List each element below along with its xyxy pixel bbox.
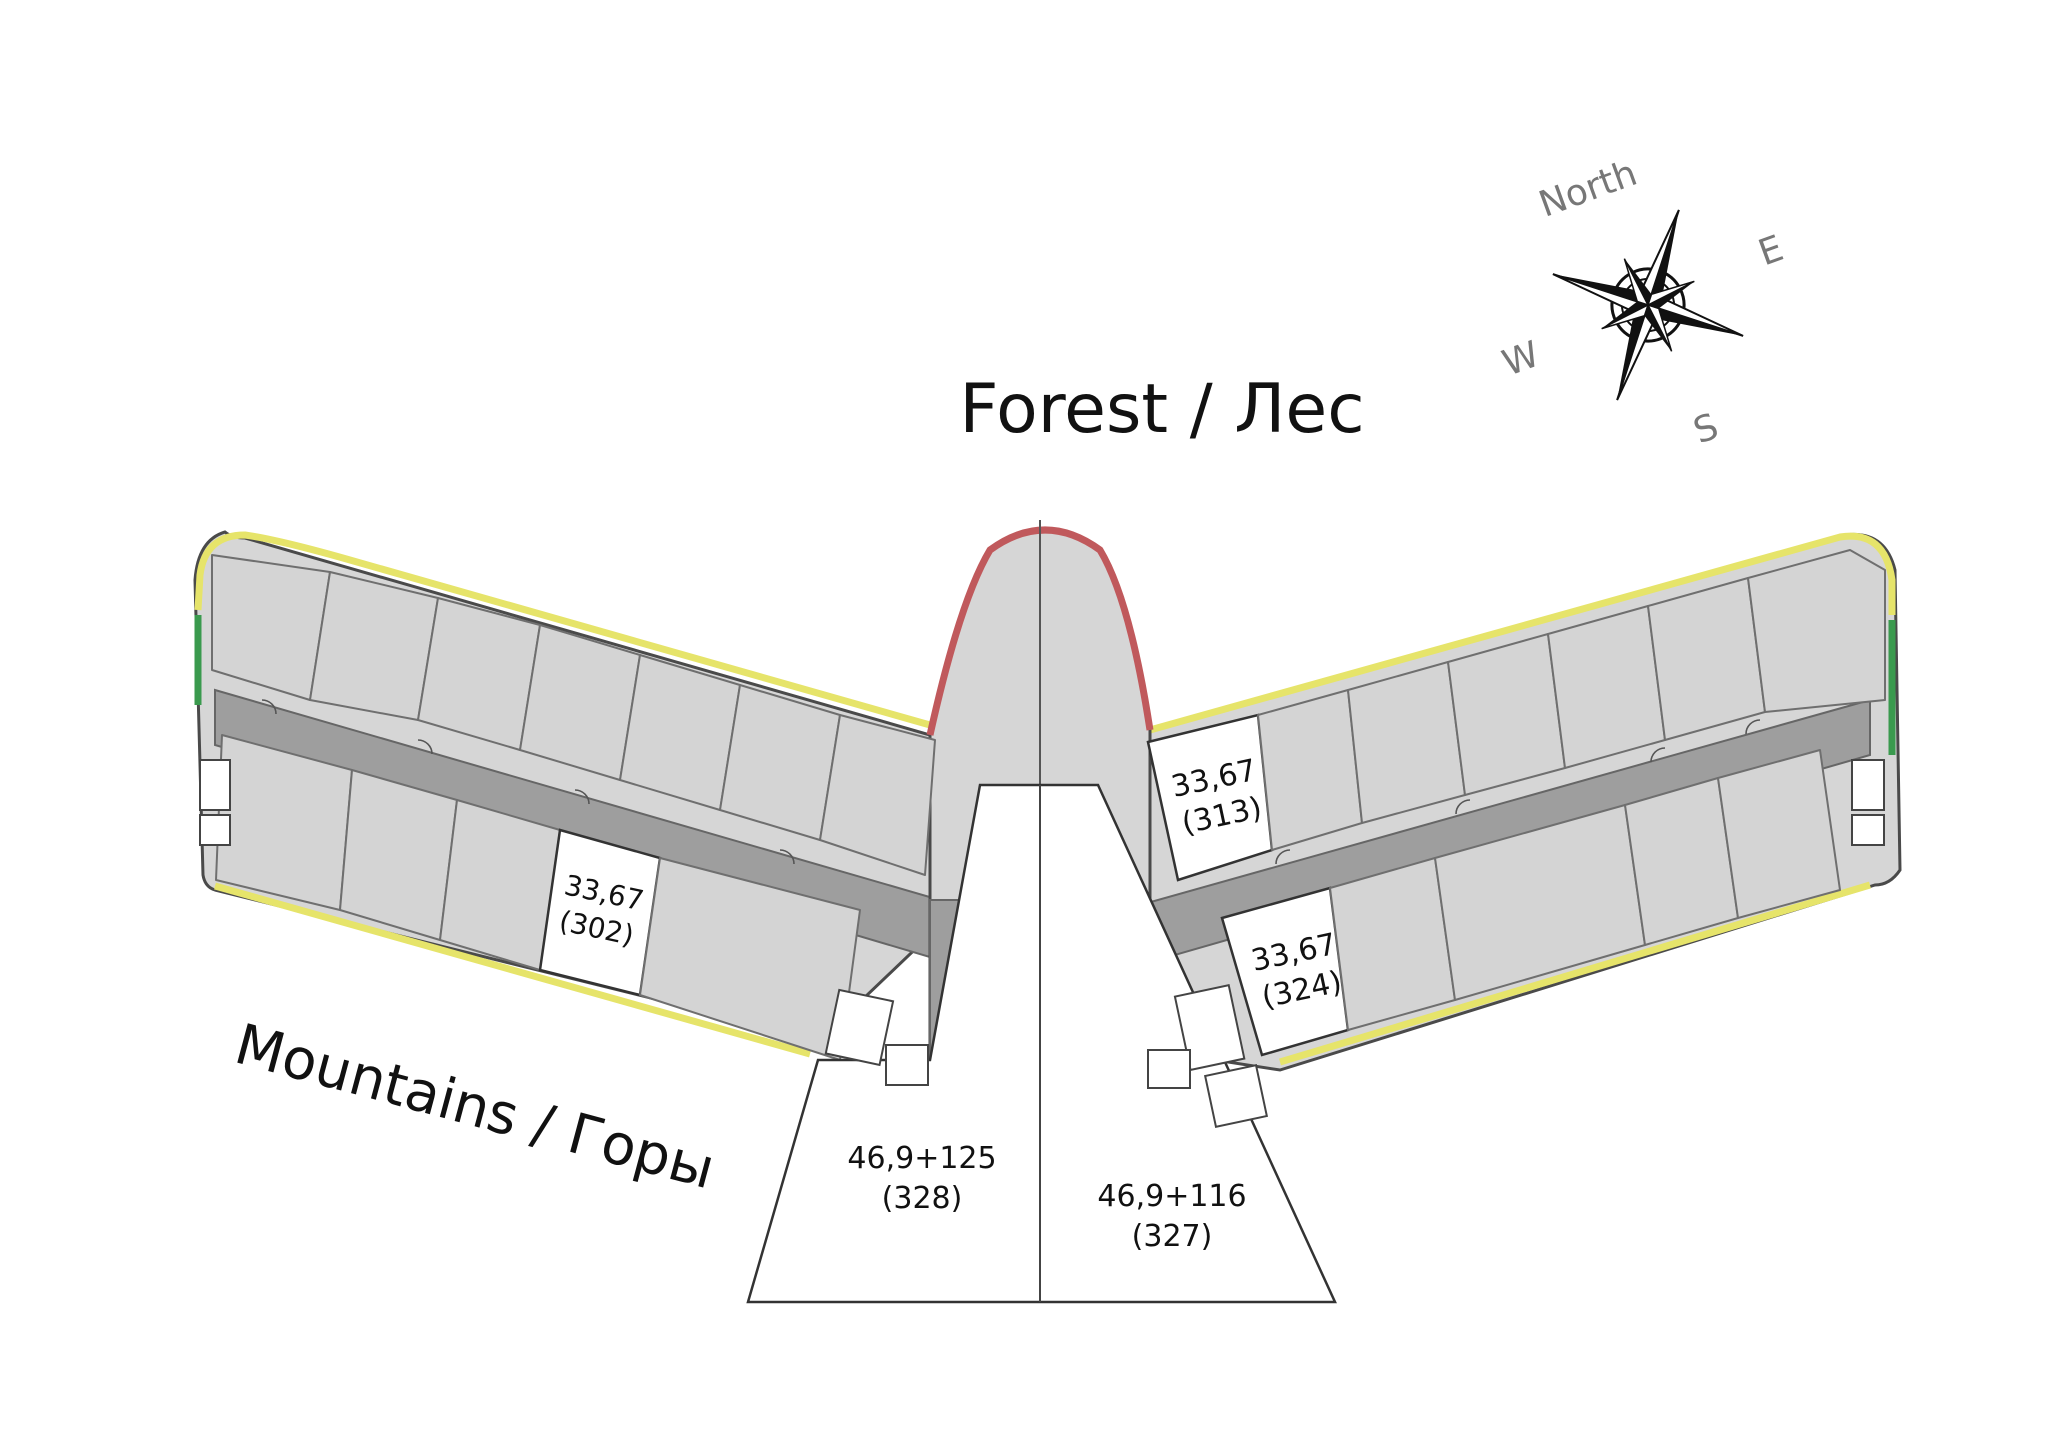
lift-icon (1851, 814, 1885, 846)
stair-icon (1173, 984, 1246, 1072)
forest-label: Forest / Лес (959, 370, 1364, 449)
stairs-central-left (824, 988, 929, 1086)
stairs-central-right (1147, 984, 1269, 1129)
unit-327-label: 46,9+116 (327) (1097, 1179, 1246, 1254)
right-terrace-edge (1149, 532, 1896, 734)
unit-cell[interactable] (1329, 857, 1456, 1031)
right-south-row (1220, 749, 1841, 1057)
unit-327-number: (327) (1132, 1219, 1213, 1254)
compass-east-label: E (1753, 228, 1788, 274)
unit-cell[interactable] (339, 769, 458, 941)
left-terrace-edge (194, 531, 931, 729)
unit-328-number: (328) (882, 1181, 963, 1216)
mountains-label: Mountains / Горы (228, 1012, 721, 1202)
lift-icon (885, 1044, 929, 1086)
unit-328-327-outline[interactable] (746, 783, 1337, 1304)
lift-icon (199, 814, 231, 846)
compass-north-label: North (1534, 153, 1643, 226)
door-icon (1455, 799, 1471, 815)
door-icon (1745, 719, 1761, 735)
central-cells (746, 783, 1337, 1304)
left-south-row (215, 734, 861, 1061)
door-swings (261, 699, 1761, 865)
compass-rose-icon (1552, 209, 1744, 401)
unit-cell[interactable] (819, 714, 936, 876)
right-north-row (1146, 549, 1886, 882)
unit-cell[interactable] (1747, 549, 1886, 713)
compass-west-label: W (1497, 334, 1544, 385)
stairs-right-end (1851, 759, 1885, 846)
forest-edge (926, 526, 1154, 736)
lift-shaft-icon (1203, 1063, 1269, 1129)
left-south-edge (214, 882, 811, 1058)
unit-cell[interactable] (1347, 661, 1466, 824)
unit-328-area: 46,9+125 (847, 1141, 996, 1176)
unit-302-label: 33,67 (302) (556, 868, 646, 952)
stair-icon (1851, 759, 1885, 811)
lift-icon (1147, 1049, 1191, 1089)
stair-icon (824, 988, 895, 1067)
left-north-row (211, 554, 936, 876)
right-south-edge (1278, 881, 1872, 1066)
unit-327-area: 46,9+116 (1097, 1179, 1246, 1214)
door-icon (574, 789, 590, 805)
unit-cell[interactable] (439, 799, 561, 971)
stair-icon (199, 759, 231, 811)
unit-cell[interactable] (1547, 605, 1666, 769)
door-icon (1275, 849, 1291, 865)
unit-cell[interactable] (309, 571, 439, 721)
unit-cell[interactable] (1647, 577, 1766, 741)
unit-328-label: 46,9+125 (328) (847, 1141, 996, 1216)
unit-cell[interactable] (1717, 749, 1841, 919)
unit-cell[interactable] (1257, 689, 1363, 851)
door-icon (417, 739, 433, 755)
door-icon (779, 849, 795, 865)
unit-313-label: 33,67 (313) (1168, 753, 1265, 842)
stairs-left-end (199, 759, 231, 846)
compass-south-label: S (1688, 406, 1724, 452)
door-icon (1650, 747, 1666, 763)
unit-cell[interactable] (1447, 633, 1566, 796)
door-icon (261, 699, 277, 715)
